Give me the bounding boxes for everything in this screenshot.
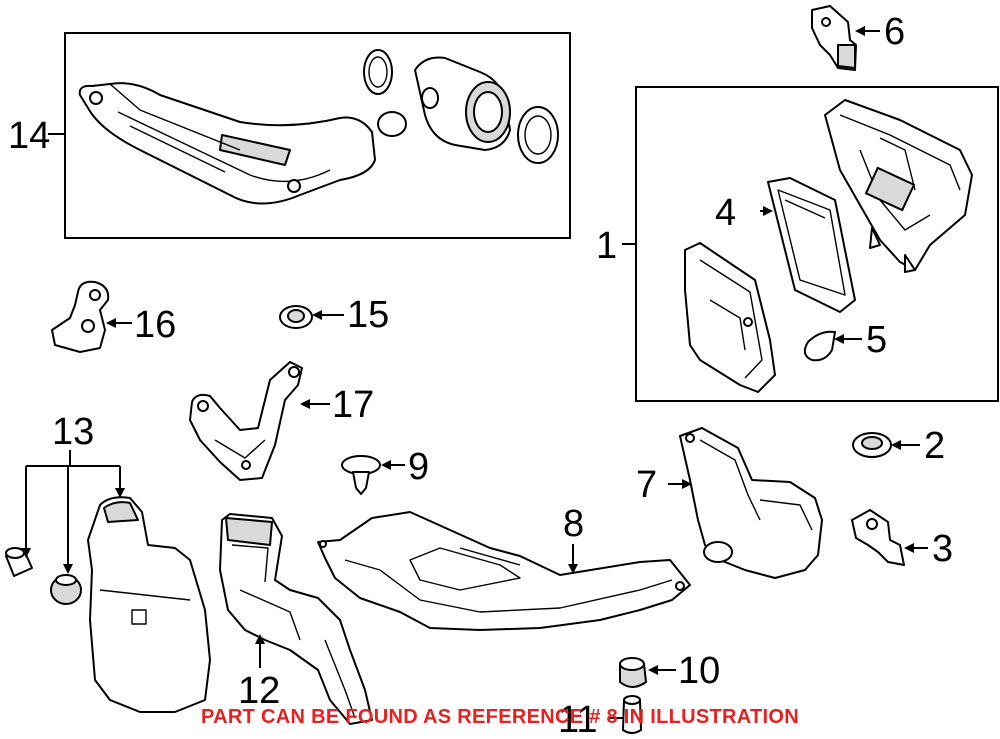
- part-17-bracket[interactable]: [189, 361, 303, 481]
- part-13-seal-middle[interactable]: [50, 574, 82, 605]
- part-6-bracket[interactable]: [811, 5, 857, 71]
- part-13-seal-left[interactable]: [5, 547, 33, 577]
- callout-1: 1: [596, 225, 617, 267]
- callout-16: 16: [134, 304, 176, 346]
- part-11-collar[interactable]: [622, 695, 642, 734]
- callout-15: 15: [347, 294, 389, 336]
- part-1-air-cleaner-lower-case[interactable]: [824, 99, 973, 273]
- part-16-bracket[interactable]: [51, 280, 110, 353]
- part-12-duct[interactable]: [219, 513, 373, 725]
- part-7-resonator[interactable]: [679, 427, 823, 579]
- callout-10: 10: [678, 650, 720, 692]
- part-2-grommet[interactable]: [852, 432, 892, 458]
- part-9-push-pin[interactable]: [341, 455, 381, 495]
- part-14-intake-duct[interactable]: [78, 82, 376, 205]
- callout-17: 17: [332, 384, 374, 426]
- callout-12: 12: [238, 670, 280, 712]
- callout-9: 9: [408, 446, 429, 488]
- part-10-grommet[interactable]: [619, 657, 647, 688]
- part-3-bracket[interactable]: [851, 509, 905, 566]
- callout-14: 14: [8, 115, 50, 157]
- callout-4: 4: [715, 192, 736, 234]
- callout-8: 8: [563, 503, 584, 545]
- callout-6: 6: [884, 11, 905, 53]
- part-4-filter-element[interactable]: [767, 177, 856, 313]
- callout-11: 11: [558, 699, 597, 739]
- part-1-air-cleaner-cover[interactable]: [684, 242, 776, 393]
- callout-2: 2: [924, 425, 945, 467]
- part-5-clip[interactable]: [803, 330, 836, 362]
- reference-note: PART CAN BE FOUND AS REFERENCE # 8 IN IL…: [201, 706, 799, 728]
- group-box-14: [64, 32, 571, 239]
- part-15-grommet[interactable]: [279, 305, 313, 329]
- part-8-deflector[interactable]: [317, 511, 691, 631]
- callout-13: 13: [52, 411, 94, 453]
- callout-3: 3: [932, 528, 953, 570]
- callout-5: 5: [866, 319, 887, 361]
- callout-7: 7: [636, 464, 657, 506]
- part-13-duct[interactable]: [87, 496, 211, 713]
- part-14-clamp-hose[interactable]: [363, 49, 559, 164]
